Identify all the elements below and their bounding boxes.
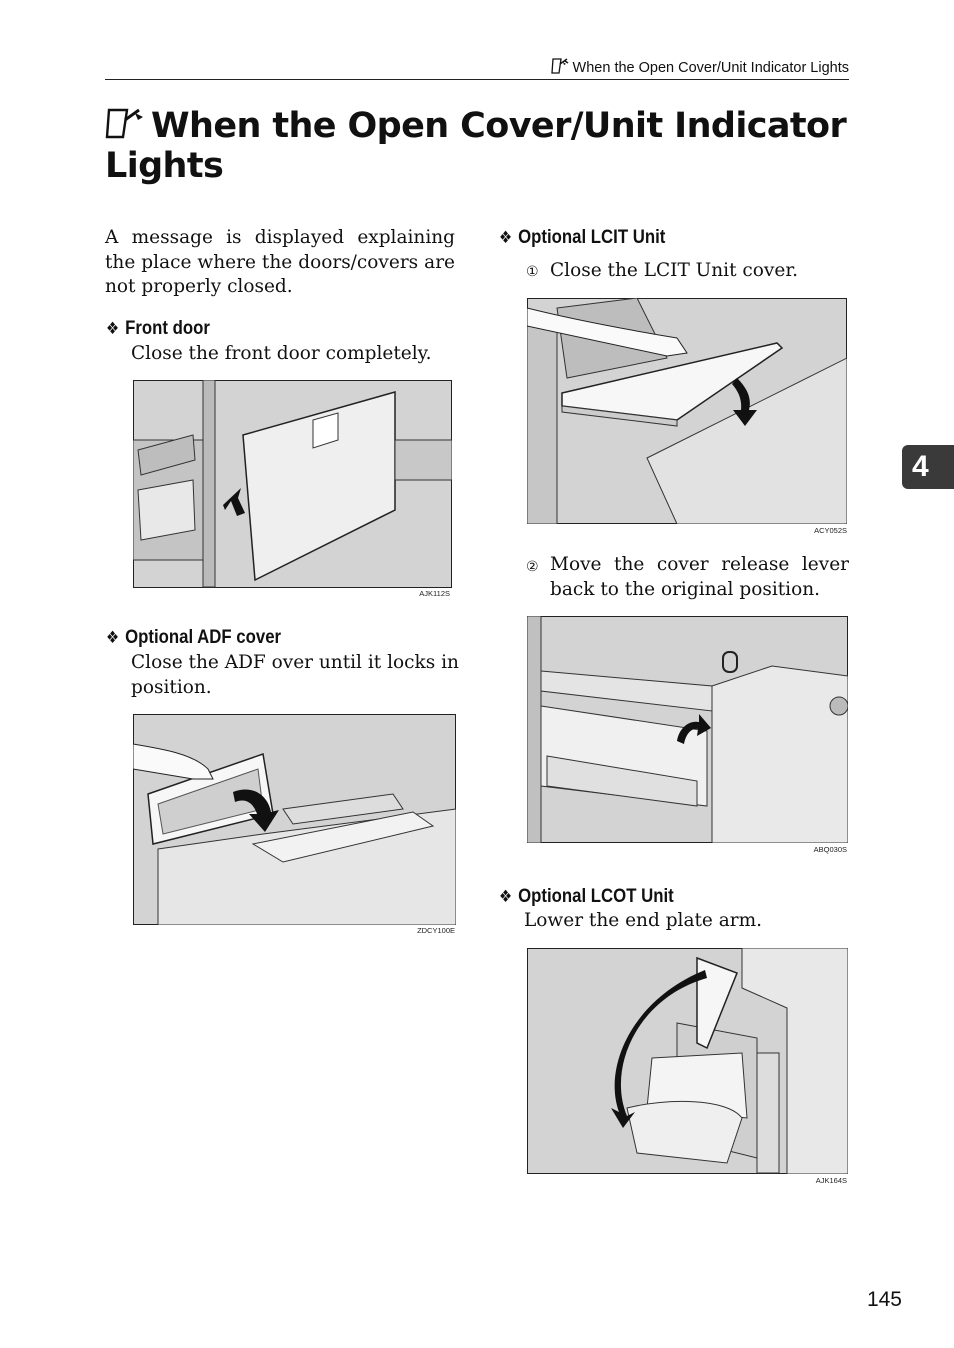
step-number-1: ① [526, 264, 539, 280]
running-head-text: When the Open Cover/Unit Indicator Light… [572, 60, 849, 76]
section-heading-lcit-unit: ❖Optional LCIT Unit [499, 226, 666, 248]
lcit-cover-illustration [527, 298, 847, 524]
page-number: 145 [866, 1288, 902, 1311]
release-lever-illustration [527, 616, 848, 843]
end-plate-arm-illustration [527, 948, 848, 1174]
lcit-step-1-text: Close the LCIT Unit cover. [550, 260, 799, 281]
adf-cover-text: Close the ADF over until it locks in pos… [131, 652, 459, 698]
title-text: When the Open Cover/Unit Indicator Light… [105, 106, 847, 186]
page-title: When the Open Cover/Unit Indicator Light… [105, 106, 865, 186]
intro-paragraph: A message is displayed explaining the pl… [105, 227, 455, 297]
figure-code: AJK164S [815, 1176, 847, 1185]
section-heading-lcot-unit: ❖Optional LCOT Unit [499, 885, 674, 907]
section-heading-adf-cover: ❖Optional ADF cover [106, 626, 282, 648]
figure-code: ABQ030S [813, 845, 847, 854]
diamond-bullet-icon: ❖ [499, 228, 513, 248]
section-heading-front-door: ❖Front door [106, 317, 210, 339]
adf-cover-illustration [133, 714, 456, 925]
figure-code: ZDCY100E [417, 926, 455, 935]
chapter-tab: 4 [902, 445, 954, 489]
diamond-bullet-icon: ❖ [106, 319, 120, 339]
step-number-2: ② [526, 559, 539, 575]
front-door-text: Close the front door completely. [131, 343, 432, 364]
lcot-unit-text: Lower the end plate arm. [524, 910, 763, 931]
diamond-bullet-icon: ❖ [106, 628, 120, 648]
running-head: When the Open Cover/Unit Indicator Light… [105, 57, 849, 80]
cover-open-icon [550, 58, 573, 76]
figure-code: ACY052S [814, 526, 847, 535]
cover-open-icon [105, 106, 151, 146]
lcit-step-2-text: Move the cover release lever back to the… [550, 554, 849, 600]
figure-code: AJK112S [419, 589, 450, 598]
diamond-bullet-icon: ❖ [499, 887, 513, 907]
front-door-illustration [133, 380, 452, 588]
